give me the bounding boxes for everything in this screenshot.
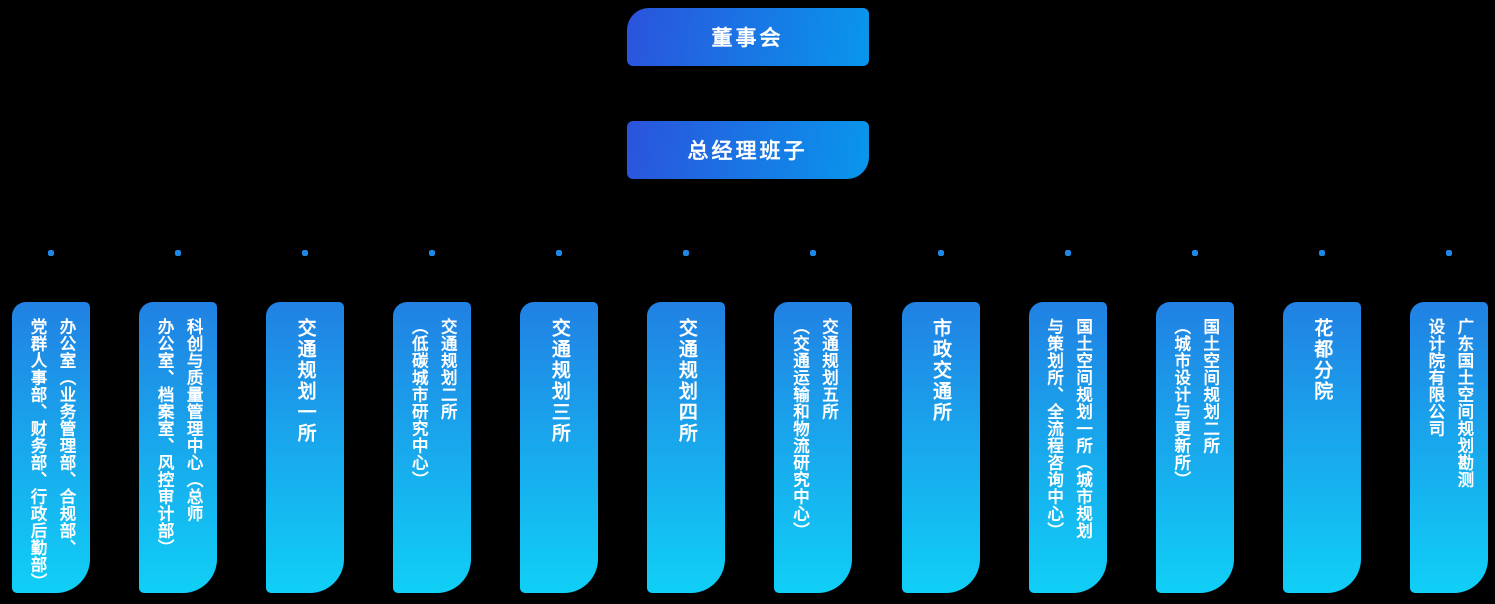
- connector-dot-icon: [48, 250, 54, 256]
- general-manager-team-label: 总经理班子: [687, 140, 808, 163]
- department-label-line: （交通运输和物流研究中心）: [790, 318, 809, 539]
- general-manager-team-box: 总经理班子: [626, 121, 869, 179]
- department-label-line: 党群人事部、财务部、行政后勤部）: [28, 318, 46, 590]
- department-label-line: 交通规划二所: [438, 318, 457, 420]
- department-column: 交通规划四所: [647, 245, 726, 593]
- department-box: 花都分院: [1282, 302, 1361, 593]
- connector-dot-icon: [302, 250, 309, 256]
- department-label-line: 交通规划一所: [294, 318, 316, 444]
- department-label: 国土空间规划一所（城市规划与策划所、全流程咨询中心）: [1039, 302, 1097, 593]
- department-column: 广东国土空间规划勘测设计院有限公司: [1409, 245, 1488, 593]
- department-column: 科创与质量管理中心（总师办公室、档案室、风控审计部）: [139, 245, 218, 593]
- department-box: 交通规划四所: [647, 302, 726, 593]
- department-label: 办公室（业务管理部、合规部、党群人事部、财务部、行政后勤部）: [22, 302, 80, 593]
- department-label-line: 交通规划四所: [675, 318, 697, 444]
- department-box: 国土空间规划二所 （城市设计与更新所）: [1155, 302, 1234, 593]
- department-label-line: （城市设计与更新所）: [1171, 318, 1190, 488]
- department-label: 科创与质量管理中心（总师办公室、档案室、风控审计部）: [149, 302, 207, 593]
- department-box: 国土空间规划一所（城市规划与策划所、全流程咨询中心）: [1028, 302, 1107, 593]
- connector-dot-icon: [810, 250, 817, 256]
- department-label-line: （低碳城市研究中心）: [409, 318, 428, 488]
- department-column: 市政交通所: [901, 245, 980, 593]
- connector-dot-icon: [937, 250, 944, 256]
- connector-dot-icon: [683, 250, 690, 256]
- department-label-line: 办公室、档案室、风控审计部）: [155, 318, 174, 556]
- department-column: 交通规划五所 （交通运输和物流研究中心）: [774, 245, 853, 593]
- board-of-directors-label: 董事会: [711, 27, 784, 50]
- department-label-line: 设计院有限公司: [1425, 318, 1444, 437]
- department-column: 交通规划三所: [520, 245, 599, 593]
- department-column: 国土空间规划二所 （城市设计与更新所）: [1155, 245, 1234, 593]
- department-label: 交通规划五所 （交通运输和物流研究中心）: [784, 302, 842, 593]
- department-box: 交通规划二所 （低碳城市研究中心）: [393, 302, 472, 593]
- department-label: 花都分院: [1307, 302, 1336, 593]
- department-label-line: 交通规划五所: [819, 318, 838, 420]
- department-label: 交通规划三所: [545, 302, 574, 593]
- department-box: 交通规划五所 （交通运输和物流研究中心）: [774, 302, 853, 593]
- department-box: 办公室（业务管理部、合规部、党群人事部、财务部、行政后勤部）: [12, 302, 90, 593]
- connector-dot-icon: [429, 250, 436, 256]
- department-label-line: 市政交通所: [930, 318, 952, 423]
- department-label-line: 科创与质量管理中心（总师: [184, 318, 203, 522]
- board-of-directors-box: 董事会: [626, 8, 869, 66]
- department-label-line: 办公室（业务管理部、合规部、: [57, 318, 75, 556]
- department-label-line: 国土空间规划二所: [1200, 318, 1219, 454]
- connector-dot-icon: [1064, 250, 1071, 256]
- departments-row: 办公室（业务管理部、合规部、党群人事部、财务部、行政后勤部） 科创与质量管理中心…: [12, 245, 1488, 593]
- department-label: 国土空间规划二所 （城市设计与更新所）: [1166, 302, 1224, 593]
- connector-dot-icon: [175, 250, 182, 256]
- department-label-line: 国土空间规划一所（城市规划: [1073, 318, 1092, 539]
- connector-dot-icon: [556, 250, 563, 256]
- department-label: 交通规划一所: [291, 302, 320, 593]
- department-column: 办公室（业务管理部、合规部、党群人事部、财务部、行政后勤部）: [12, 245, 90, 593]
- department-box: 交通规划三所: [520, 302, 599, 593]
- connector-dot-icon: [1191, 250, 1198, 256]
- department-box: 科创与质量管理中心（总师办公室、档案室、风控审计部）: [139, 302, 218, 593]
- department-column: 交通规划二所 （低碳城市研究中心）: [393, 245, 472, 593]
- department-column: 交通规划一所: [266, 245, 345, 593]
- department-box: 市政交通所: [901, 302, 980, 593]
- department-column: 国土空间规划一所（城市规划与策划所、全流程咨询中心）: [1028, 245, 1107, 593]
- connector-dot-icon: [1318, 250, 1325, 256]
- department-label-line: 与策划所、全流程咨询中心）: [1044, 318, 1063, 539]
- department-label: 广东国土空间规划勘测设计院有限公司: [1420, 302, 1478, 593]
- connector-dot-icon: [1445, 250, 1452, 256]
- department-column: 花都分院: [1282, 245, 1361, 593]
- department-label: 市政交通所: [926, 302, 955, 593]
- department-label-line: 广东国土空间规划勘测: [1454, 318, 1473, 488]
- department-label-line: 交通规划三所: [548, 318, 570, 444]
- department-label-line: 花都分院: [1311, 318, 1333, 402]
- department-box: 广东国土空间规划勘测设计院有限公司: [1409, 302, 1488, 593]
- department-label: 交通规划二所 （低碳城市研究中心）: [403, 302, 461, 593]
- department-box: 交通规划一所: [266, 302, 345, 593]
- department-label: 交通规划四所: [672, 302, 701, 593]
